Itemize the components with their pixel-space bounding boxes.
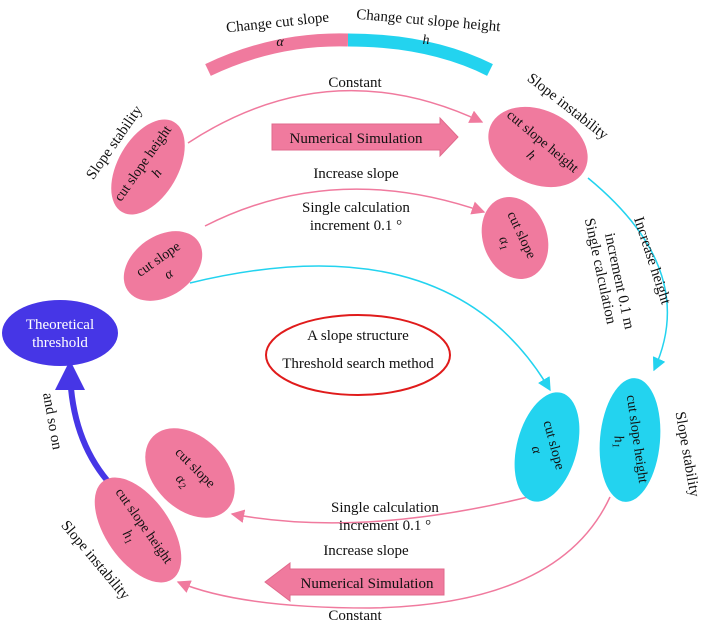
change-slope-title: Change cut slope xyxy=(225,10,330,37)
arrow-increase-slope-bottom xyxy=(230,496,529,524)
increase-height-label: Increase height xyxy=(630,215,674,307)
single-calc-top-line1: Single calculation xyxy=(302,200,410,216)
node-cut-slope-height-h-left: cut slope height h xyxy=(111,119,185,215)
arrow-to-cyan-slope xyxy=(189,265,551,392)
node-cut-slope-alpha-left: cut slope α xyxy=(123,231,203,301)
slope-change-bar xyxy=(205,33,349,76)
node-cut-slope-height-h1-cyan: cut slope height h1 xyxy=(599,378,661,502)
numerical-simulation-label-top: Numerical Simulation xyxy=(290,131,423,147)
change-height-symbol: h xyxy=(423,33,430,48)
increase-slope-bottom-label: Increase slope xyxy=(323,543,409,559)
numerical-simulation-arrow-bottom: Numerical Simulation xyxy=(264,561,445,603)
node-cut-slope-alpha1: cut slope α1 xyxy=(481,197,549,279)
center-method-box: A slope structure Threshold search metho… xyxy=(265,314,451,396)
single-calc-bottom-line1: Single calculation xyxy=(331,500,439,516)
node-cut-slope-alpha2: cut slope α2 xyxy=(145,428,235,518)
single-calc-top-line2: increment 0.1 ° xyxy=(310,218,402,234)
arrow-and-so-on xyxy=(55,360,115,489)
node-cut-slope-height-h-right: cut slope height h xyxy=(488,106,588,188)
arrow-constant-top xyxy=(187,89,484,144)
node-symbol: h1 xyxy=(608,435,627,449)
constant-bottom-label: Constant xyxy=(328,608,382,624)
node-symbol: α xyxy=(528,444,545,456)
single-calc-bottom-line2: increment 0.1 ° xyxy=(339,518,431,534)
arrow-constant-bottom xyxy=(176,496,611,609)
increase-slope-top-label: Increase slope xyxy=(313,166,399,182)
threshold-label-2: threshold xyxy=(32,335,88,351)
change-slope-symbol: α xyxy=(276,35,284,50)
center-title: A slope structure xyxy=(307,328,409,344)
change-height-title: Change cut slope height xyxy=(356,7,502,36)
numerical-simulation-label-bottom: Numerical Simulation xyxy=(301,576,434,592)
center-subtitle: Threshold search method xyxy=(282,356,434,372)
constant-top-label: Constant xyxy=(328,75,382,91)
arrow-increase-slope-top xyxy=(204,188,486,227)
height-change-bar xyxy=(347,33,493,76)
slope-stability-right-label: Slope stability xyxy=(672,410,703,498)
node-symbol: α1 xyxy=(493,234,514,252)
node-theoretical-threshold: Theoretical threshold xyxy=(2,300,118,366)
node-cut-slope-alpha-cyan: cut slope α xyxy=(514,392,580,502)
and-so-on-label: and so on xyxy=(39,392,65,452)
numerical-simulation-arrow-top: Numerical Simulation xyxy=(271,116,459,158)
arrow-increase-height xyxy=(587,177,669,372)
threshold-label-1: Theoretical xyxy=(26,317,94,333)
